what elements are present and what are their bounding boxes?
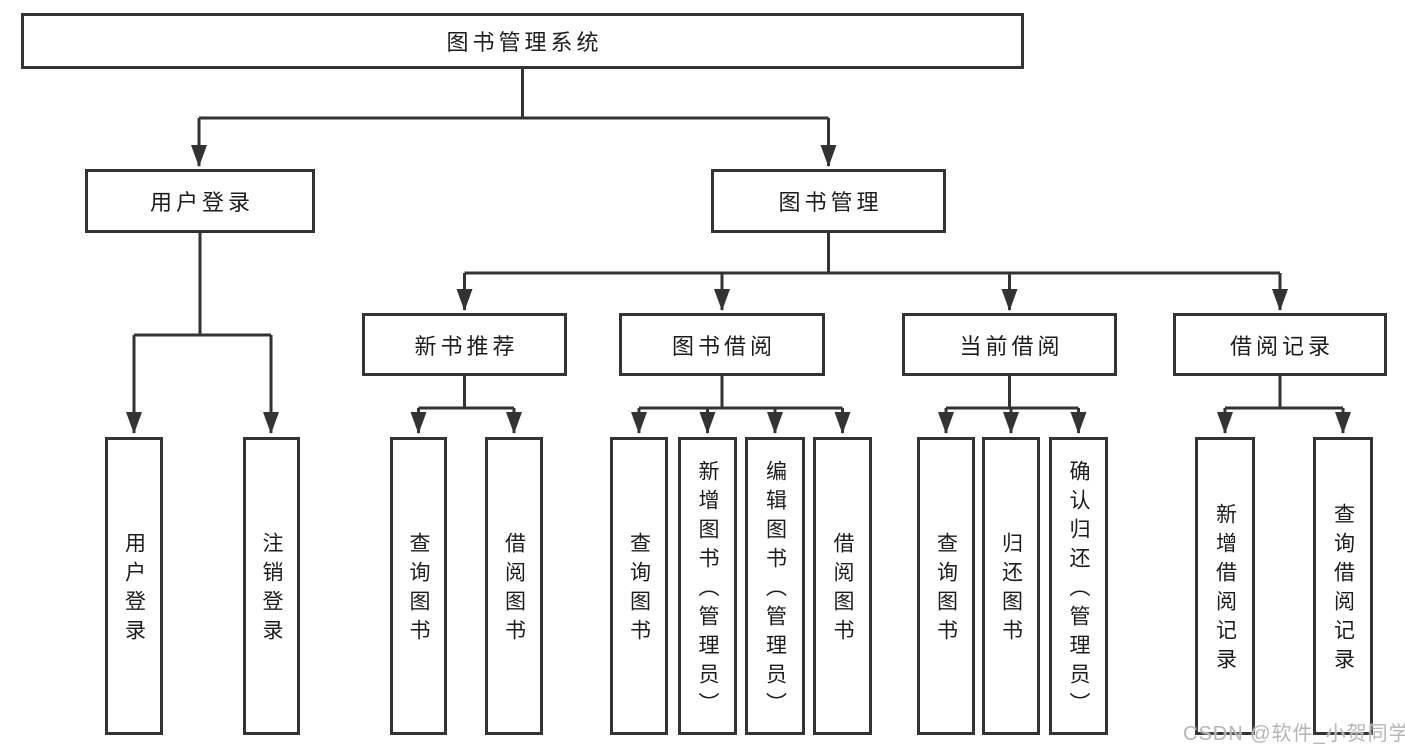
leaf-current-confirm-return-admin: 确认归还（管理员） [1049, 437, 1108, 735]
csdn-watermark: CSDN @软件_小贺同学 [1183, 723, 1405, 745]
leaf-borrow-add-books-admin: 新增图书（管理员） [678, 437, 737, 735]
node-current-borrow: 当前借阅 [902, 313, 1117, 376]
leaf-current-query-books: 查询图书 [917, 437, 975, 735]
leaf-borrow-query-books: 查询图书 [610, 437, 668, 735]
leaf-records-query-record: 查询借阅记录 [1313, 437, 1373, 735]
leaf-user-login: 用户登录 [105, 437, 163, 735]
leaf-records-add-record: 新增借阅记录 [1195, 437, 1255, 735]
node-book-management: 图书管理 [711, 169, 946, 233]
node-new-book-recommend: 新书推荐 [362, 313, 567, 376]
leaf-current-return-books: 归还图书 [982, 437, 1040, 735]
leaf-borrow-borrow-books: 借阅图书 [813, 437, 872, 735]
leaf-borrow-edit-books-admin: 编辑图书（管理员） [745, 437, 805, 735]
leaf-newbook-borrow-books: 借阅图书 [485, 437, 543, 735]
leaf-logout-login: 注销登录 [243, 437, 300, 735]
leaf-newbook-query-books: 查询图书 [390, 437, 447, 735]
node-user-login: 用户登录 [85, 169, 315, 233]
node-root: 图书管理系统 [21, 13, 1024, 69]
node-borrow-records: 借阅记录 [1173, 313, 1387, 376]
node-book-borrow: 图书借阅 [619, 313, 825, 376]
